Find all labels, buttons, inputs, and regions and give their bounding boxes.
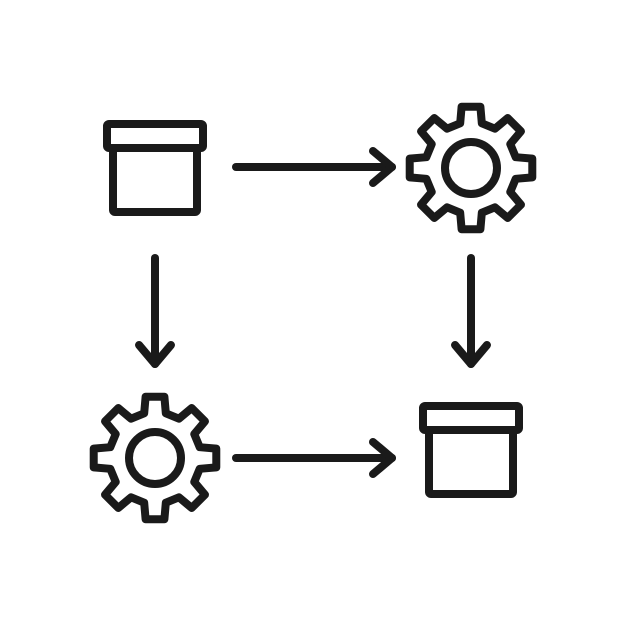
- gear-hub: [441, 138, 501, 198]
- arrow-down-icon: [451, 254, 491, 368]
- gear-outline: [89, 392, 221, 524]
- arrow-right-icon: [232, 147, 396, 187]
- gear-outline: [405, 102, 537, 234]
- arrow-right-icon: [232, 438, 396, 478]
- gear-icon: [89, 392, 221, 524]
- box-icon: [423, 406, 519, 494]
- gear-icon: [405, 102, 537, 234]
- gear-hub: [125, 428, 185, 488]
- box-icon: [107, 124, 203, 212]
- arrow-down-icon: [135, 254, 175, 368]
